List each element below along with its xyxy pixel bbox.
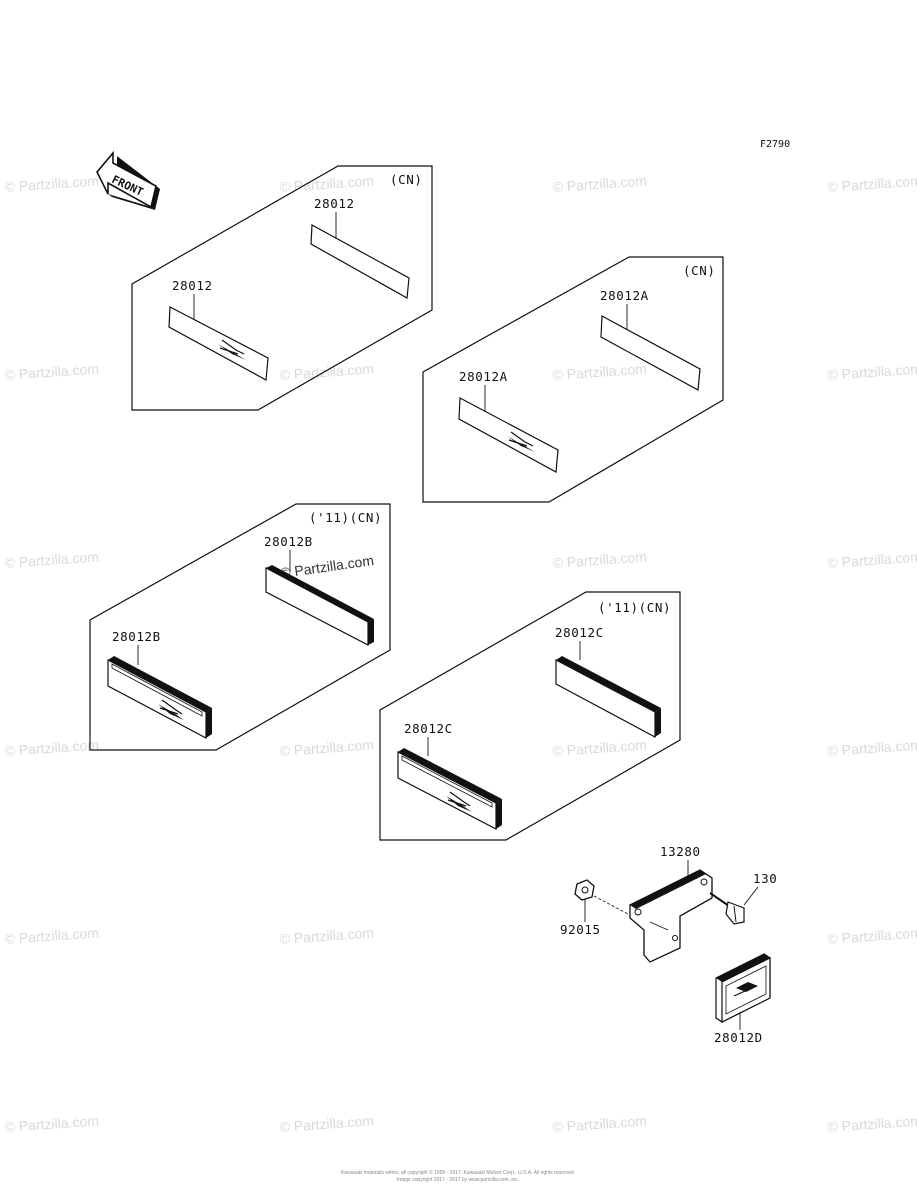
figure-code: F2790 [760,139,790,150]
watermark: © Partzilla.com [279,736,374,759]
watermark: © Partzilla.com [4,736,99,759]
watermark: © Partzilla.com [4,1112,99,1135]
group-2-bottom-part-label: 28012A [459,369,508,384]
watermark: © Partzilla.com [279,1112,374,1135]
group-4-top-part-label: 28012C [555,625,604,640]
bolt-part-label: 130 [753,871,777,886]
reflector-group-4: ('11)(CN) 28012C 28012C [379,591,681,841]
watermark: © Partzilla.com [279,172,374,195]
bolt-icon [709,892,745,925]
bracket-assembly: 13280 130 92015 [560,844,777,1045]
group-1-tag: (CN) [390,172,423,187]
group-4-bottom-part-label: 28012C [404,721,453,736]
leader-line [743,886,759,906]
watermark: © Partzilla.com [827,172,917,195]
reflector-28012-right [310,224,410,299]
reflector-28012d [715,953,771,1023]
watermark: © Partzilla.com [4,360,99,383]
reflector-group-3: ('11)(CN) 28012B © Partzilla.com 28012B [89,503,391,751]
watermark: © Partzilla.com [552,360,647,383]
kawasaki-logo-icon [218,339,246,360]
group-3-top-part-label: 28012B [264,534,313,549]
mounting-bracket [629,869,713,963]
reflector-d-part-label: 28012D [714,1030,763,1045]
group-4-tag: ('11)(CN) [598,600,671,615]
nut-part-label: 92015 [560,922,601,937]
reflector-28012c-left [397,748,502,830]
watermark: © Partzilla.com [827,736,917,759]
group-3-tag: ('11)(CN) [309,510,382,525]
watermark: © Partzilla.com [4,172,99,195]
watermark-layer: © Partzilla.com © Partzilla.com © Partzi… [4,172,917,1135]
kawasaki-logo-icon [446,791,472,812]
reflector-group-2: (CN) 28012A 28012A [422,256,724,503]
kawasaki-logo-icon [158,699,184,720]
watermark: © Partzilla.com [279,924,374,947]
reflector-28012b-left [107,656,212,739]
watermark: © Partzilla.com [4,924,99,947]
watermark: © Partzilla.com [552,1112,647,1135]
reflector-28012-left [168,306,269,381]
front-arrow: FRONT [96,150,160,210]
watermark: © Partzilla.com [827,548,917,571]
watermark: © Partzilla.com [827,924,917,947]
watermark: © Partzilla.com [552,172,647,195]
copyright-footer-2: Image copyright 2017 - 2017 by www.partz… [397,1177,519,1183]
watermark: © Partzilla.com [552,548,647,571]
group-1-bottom-part-label: 28012 [172,278,213,293]
group-3-bottom-part-label: 28012B [112,629,161,644]
watermark: © Partzilla.com [4,548,99,571]
kawasaki-logo-icon [507,431,535,452]
reflector-28012a-right [600,315,701,391]
watermark: © Partzilla.com [827,360,917,383]
reflector-28012a-left [458,397,559,473]
watermark: © Partzilla.com [552,736,647,759]
reflector-group-1: (CN) 28012 28012 [131,165,433,411]
group-1-top-part-label: 28012 [314,196,355,211]
watermark: © Partzilla.com [827,1112,917,1135]
bracket-part-label: 13280 [660,844,701,859]
nut-icon [574,879,629,915]
group-2-tag: (CN) [683,263,716,278]
reflector-28012c-right [555,656,661,739]
group-2-top-part-label: 28012A [600,288,649,303]
copyright-footer: Kawasaki materials within, all copyright… [341,1169,575,1176]
reflector-28012b-right [265,565,374,646]
watermark: © Partzilla.com [279,360,374,383]
